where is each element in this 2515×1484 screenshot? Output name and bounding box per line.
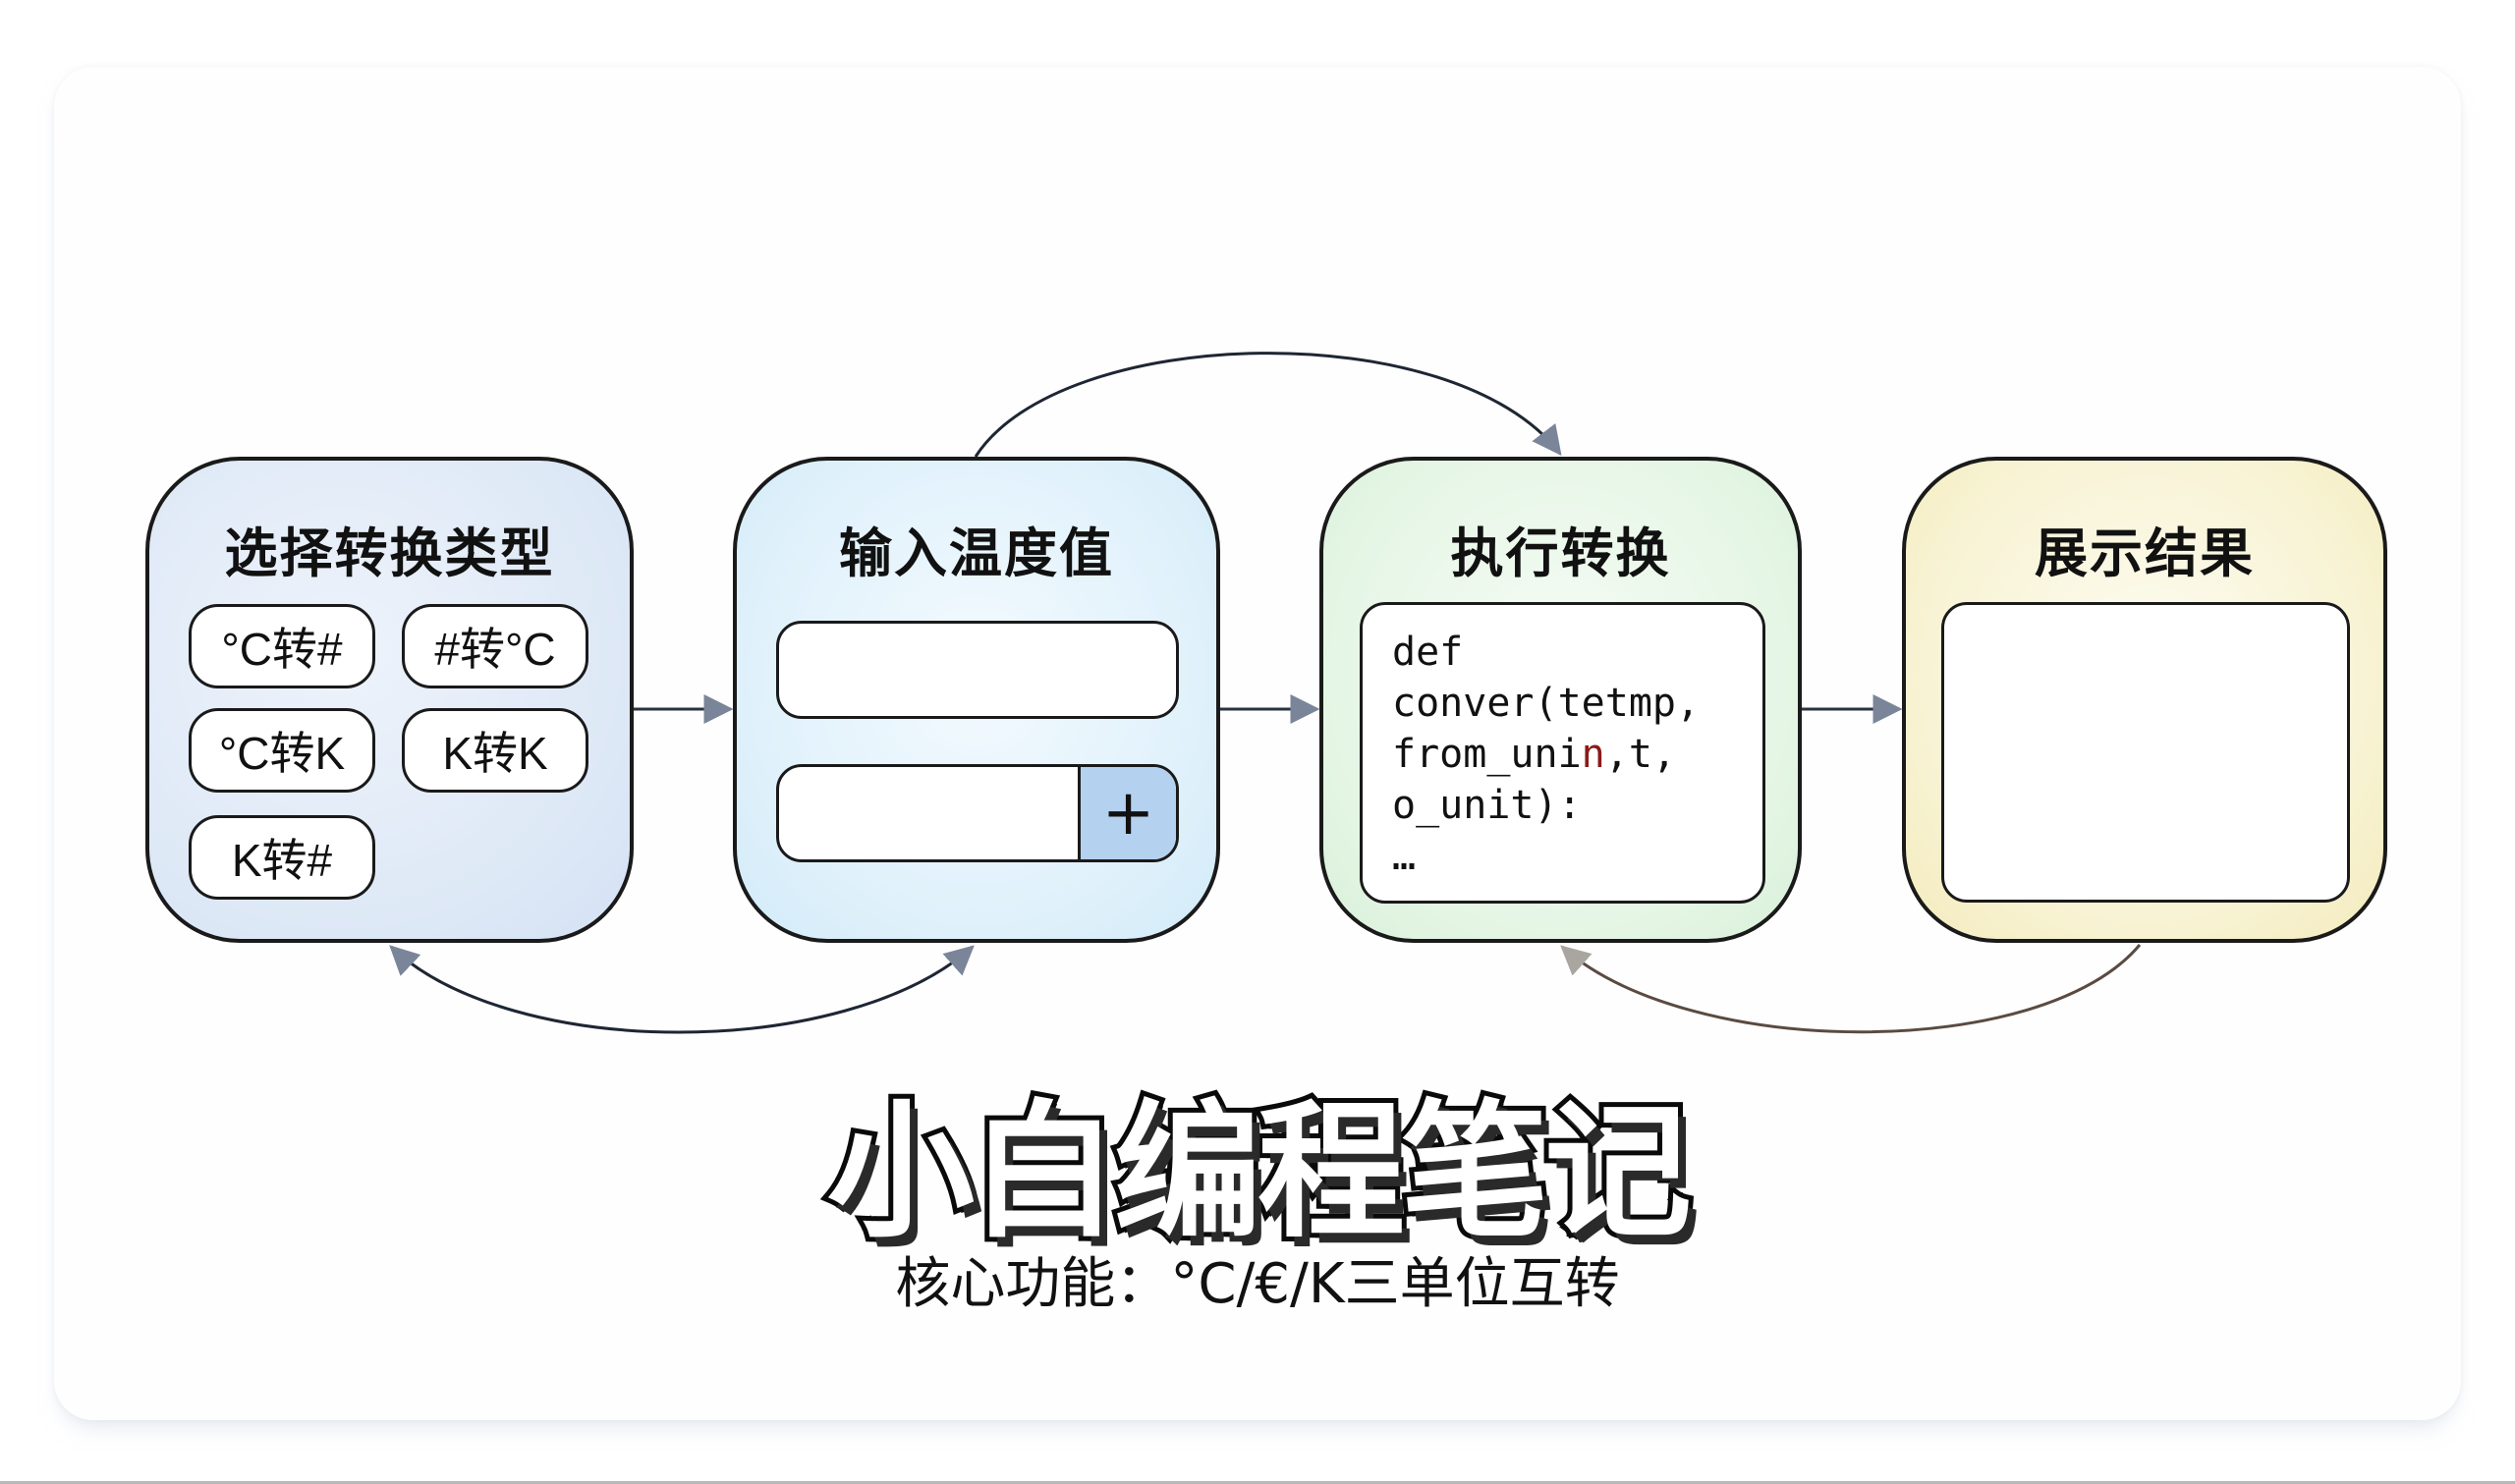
code-line: from_unin,t,	[1392, 732, 1676, 777]
main-title: 小白编程笔记	[822, 1082, 1697, 1263]
code-block: def conver(tetmp, from_unin,t, o_unit): …	[1360, 602, 1765, 904]
card-title: 选择转换类型	[224, 522, 555, 584]
option-k-to-k[interactable]: K转K	[402, 708, 588, 793]
temperature-stepper-field[interactable]: +	[776, 764, 1179, 862]
option-c-to-k[interactable]: °C转K	[189, 708, 375, 793]
code-line: conver(tetmp,	[1392, 681, 1701, 726]
card-execute-conversion: 执行转换 def conver(tetmp, from_unin,t, o_unit)…	[1319, 457, 1802, 943]
card-title: 执行转换	[1450, 522, 1671, 584]
option-c-to-f[interactable]: °C转#	[189, 604, 375, 688]
code-line: o_unit):	[1392, 783, 1582, 828]
plus-icon: +	[1101, 777, 1155, 850]
arc-4-to-3	[1560, 944, 2142, 1034]
temperature-input-field[interactable]	[776, 621, 1179, 719]
card-show-result: 展示结果	[1902, 457, 2387, 943]
card-title: 展示结果	[2035, 522, 2255, 584]
code-line: …	[1392, 834, 1417, 879]
card-select-conversion-type: 选择转换类型 °C转# #转°C °C转K K转K K转#	[145, 457, 634, 943]
option-f-to-c[interactable]: #转°C	[402, 604, 588, 688]
stepper-input[interactable]	[779, 767, 1079, 859]
arc-2-to-3	[974, 352, 1562, 458]
bottom-divider	[0, 1481, 2515, 1484]
plus-button[interactable]: +	[1078, 767, 1176, 859]
card-title: 输入温度值	[839, 522, 1114, 584]
code-line: def	[1392, 630, 1464, 675]
arc-1-2-bidirectional	[389, 945, 975, 1034]
subtitle: 核心功能：°C/€/K三单位互转	[895, 1252, 1620, 1316]
option-k-to-f[interactable]: K转#	[189, 815, 375, 900]
card-input-temperature: 输入温度值 +	[733, 457, 1220, 943]
result-display	[1941, 602, 2350, 903]
temperature-input[interactable]	[779, 624, 1176, 716]
